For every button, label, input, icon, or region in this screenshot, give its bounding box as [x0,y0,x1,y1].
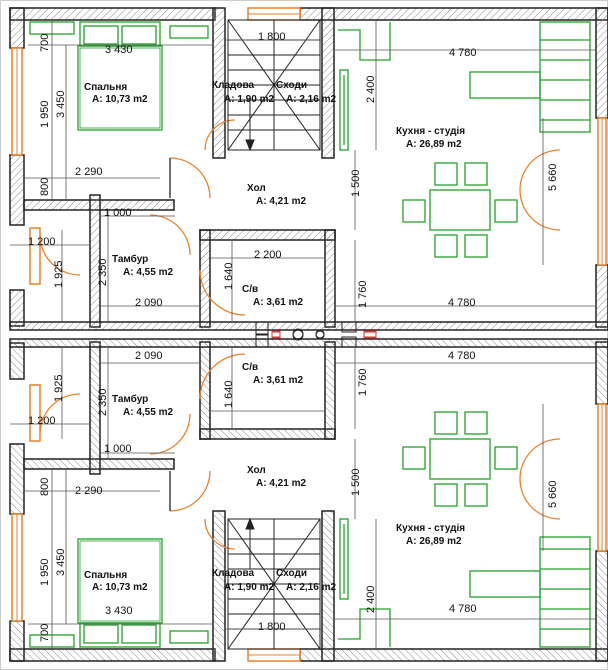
dim-v-2350: 2 350 [97,258,109,286]
dim-entry-width: 1 200 [28,415,56,427]
dim-v-3450: 3 450 [55,548,67,576]
dim-stair-width: 1 800 [258,31,286,43]
room-area-hall: A: 4,21 m2 [256,196,306,207]
dim-tambur-length: 2 090 [135,297,163,309]
dim-bath-width: 2 200 [254,249,282,261]
room-area-vestibule: A: 4,55 m2 [123,407,173,418]
room-name-vestibule: Тамбур [112,253,148,265]
dim-v-1925: 1 925 [53,374,65,402]
dim-tambur-width: 1 000 [104,207,132,219]
dim-kitchen-width: 4 780 [449,47,477,59]
dim-hall-width: 2 290 [75,485,103,497]
dim-v-5660: 5 660 [547,163,559,191]
dim-v-1950: 1 950 [39,558,51,586]
dim-v-1640: 1 640 [223,380,235,408]
dim-v-1500: 1 500 [350,169,362,197]
dim-v-2400: 2 400 [365,75,377,103]
room-name-bedroom: Спальня [84,82,127,93]
dim-bedroom-width: 3 430 [105,44,133,56]
dim-bedroom-width: 3 430 [105,605,133,617]
dim-v-3450: 3 450 [55,90,67,118]
room-name-bathroom: С/в [242,284,258,295]
room-area-bedroom: A: 10,73 m2 [92,94,148,105]
dim-v-700: 700 [39,624,51,642]
room-area-stairs: A: 2,16 m2 [286,582,336,593]
dim-v-1500: 1 500 [350,468,362,496]
lower-unit-labels: Спальня A: 10,73 m2 Кладова A: 1,90 m2 С… [28,350,559,642]
dim-stair-width: 1 800 [258,621,286,633]
room-area-stairs: A: 2,16 m2 [286,94,336,105]
room-name-storage: Кладова [212,568,254,579]
dim-v-2400: 2 400 [365,585,377,613]
dim-tambur-length: 2 090 [135,350,163,362]
dim-v-2350: 2 350 [97,388,109,416]
dim-kitchen-width: 4 780 [449,603,477,615]
dim-v-800: 800 [39,478,51,496]
upper-unit-labels: Спальня A: 10,73 m2 Кладова A: 1,90 m2 С… [28,31,559,309]
room-name-bathroom: С/в [242,362,258,373]
room-name-bedroom: Спальня [84,570,127,581]
dim-tambur-width: 1 000 [104,443,132,455]
room-area-bedroom: A: 10,73 m2 [92,582,148,593]
dim-v-5660: 5 660 [547,480,559,508]
room-area-hall: A: 4,21 m2 [256,478,306,489]
dim-v-1950: 1 950 [39,100,51,128]
room-name-hall: Хол [247,465,266,476]
room-area-bathroom: A: 3,61 m2 [253,297,303,308]
room-name-stairs: Сходи [276,80,307,91]
dim-v-1640: 1 640 [223,262,235,290]
room-name-kitchen: Кухня - студія [396,523,465,534]
dim-kitchen-length: 4 780 [448,350,476,362]
room-area-bathroom: A: 3,61 m2 [253,375,303,386]
room-name-hall: Хол [247,183,266,194]
room-name-storage: Кладова [212,80,254,91]
dim-v-1760: 1 760 [357,280,369,308]
dim-v-1760: 1 760 [357,368,369,396]
room-area-kitchen: A: 26,89 m2 [406,536,462,547]
room-name-stairs: Сходи [276,568,307,579]
dim-v-800: 800 [39,178,51,196]
room-area-kitchen: A: 26,89 m2 [406,139,462,150]
dim-entry-width: 1 200 [28,236,56,248]
room-name-vestibule: Тамбур [112,393,148,405]
room-area-vestibule: A: 4,55 m2 [123,267,173,278]
room-name-kitchen: Кухня - студія [396,126,465,137]
dim-hall-width: 2 290 [75,166,103,178]
dim-kitchen-length: 4 780 [448,297,476,309]
room-area-storage: A: 1,90 m2 [224,94,274,105]
dim-v-1925: 1 925 [53,260,65,288]
room-area-storage: A: 1,90 m2 [224,582,274,593]
dim-v-700: 700 [39,34,51,52]
